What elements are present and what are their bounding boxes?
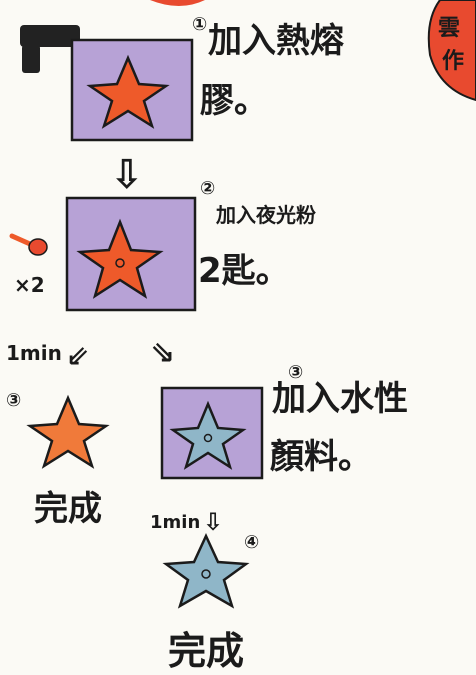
right-edge-heart-sticker: 雲 作 [427,0,476,102]
step3b-label-line1: 加入水性 [272,379,408,419]
step4-number: ④ [244,532,259,553]
step2-star-center [115,258,125,268]
top-red-arc [150,0,205,6]
step3b-star [169,400,247,470]
step1-box [70,38,194,142]
step1-number: ① [192,14,207,35]
step3b-box [160,386,264,480]
step4-item [162,533,250,609]
time-label-left: 1min [6,341,62,365]
step3b-number: ③ [288,362,303,383]
arrow-down-2: ⇩ [203,508,223,536]
step3a-star [26,394,110,469]
svg-text:雲: 雲 [438,16,460,41]
step2-label-line2: 2匙。 [198,251,290,291]
arrow-right-down: ⇘ [150,335,175,370]
arrow-left-down: ⇙ [66,339,89,372]
step1-star [86,54,170,129]
step2-label-line1: 加入夜光粉 [215,203,316,227]
step1-label-line2: 膠。 [200,81,268,121]
step4-star-center [201,569,211,579]
step3b-label-line2: 顏料。 [270,437,372,477]
time-label-right: 1min [150,512,200,533]
step3b-star-center [203,433,213,443]
step3a-caption: 完成 [34,489,102,529]
spoon-icon [9,233,48,256]
step1-label-line1: 加入熱熔 [208,21,344,61]
step4-star [162,533,250,609]
step3a-number: ③ [6,390,21,411]
arrow-down-1: ⇩ [110,152,144,198]
step2-number: ② [200,178,215,199]
step3a-item [26,394,110,469]
step4-caption: 完成 [168,629,244,673]
step2-box [65,196,197,312]
spoon-multiplier: ×2 [14,273,45,297]
svg-text:作: 作 [442,49,464,74]
